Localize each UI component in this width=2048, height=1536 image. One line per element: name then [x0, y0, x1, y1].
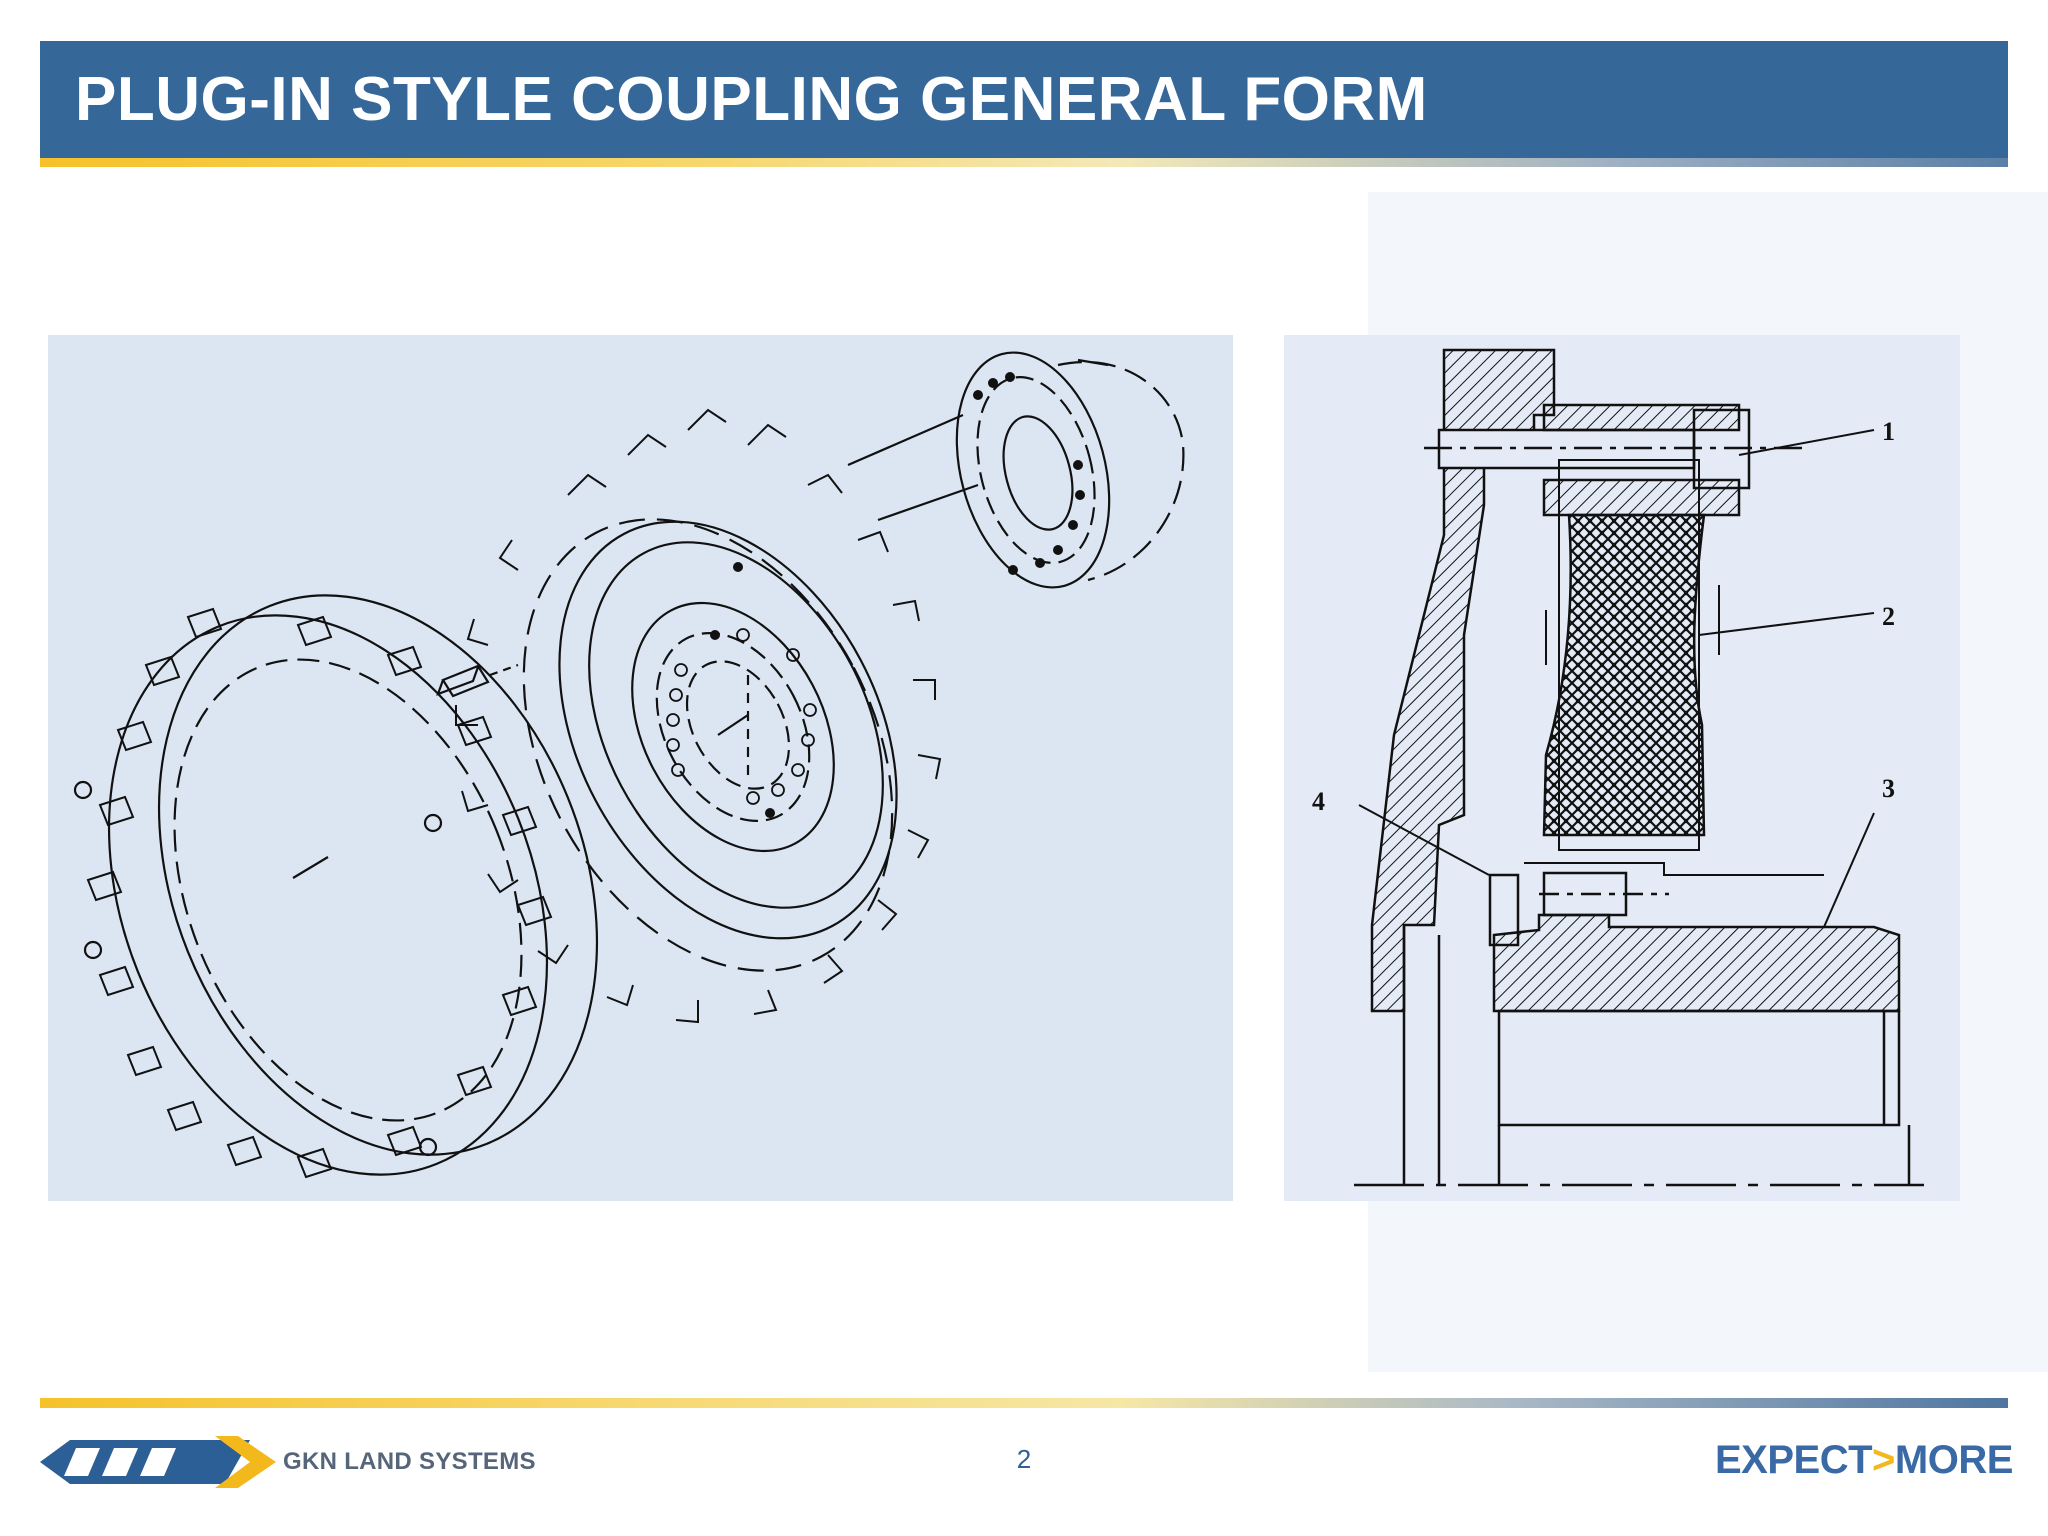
- elastic-element-section: [1542, 459, 1720, 851]
- callout-4: 4: [1312, 787, 1325, 816]
- company-name: GKN LAND SYSTEMS: [283, 1448, 536, 1475]
- tagline: EXPECT>MORE: [1715, 1438, 2013, 1483]
- flywheel-housing-section: [1370, 348, 1556, 1013]
- slide-title: PLUG-IN STYLE COUPLING GENERAL FORM: [75, 65, 1428, 134]
- toothed-wheel-drawing: [455, 408, 942, 1024]
- gkn-logo: [40, 1436, 276, 1488]
- bolt-drawing: [436, 663, 519, 698]
- callout-3: 3: [1882, 774, 1895, 803]
- bolt-section: [1424, 408, 1804, 490]
- callout-2: 2: [1882, 602, 1895, 631]
- callout-leaders: [1358, 429, 1875, 928]
- lower-flange-section: [1354, 862, 1924, 1187]
- title-bar: PLUG-IN STYLE COUPLING GENERAL FORM: [40, 41, 2008, 158]
- hub-plate-section: [1542, 403, 1741, 517]
- callout-1: 1: [1882, 417, 1895, 446]
- cross-section-figure: 1 2 3 4: [1284, 335, 1960, 1201]
- footer-divider: [40, 1398, 2008, 1408]
- tagline-expect: EXPECT: [1715, 1438, 1873, 1482]
- hub-flange-drawing: [847, 351, 1185, 589]
- exploded-coupling-figure: [48, 335, 1233, 1201]
- outer-ring-drawing: [73, 594, 599, 1179]
- tagline-arrow: >: [1872, 1438, 1895, 1482]
- title-underline: [40, 158, 2008, 167]
- tagline-more: MORE: [1894, 1438, 2014, 1482]
- page-number: 2: [1016, 1444, 1032, 1474]
